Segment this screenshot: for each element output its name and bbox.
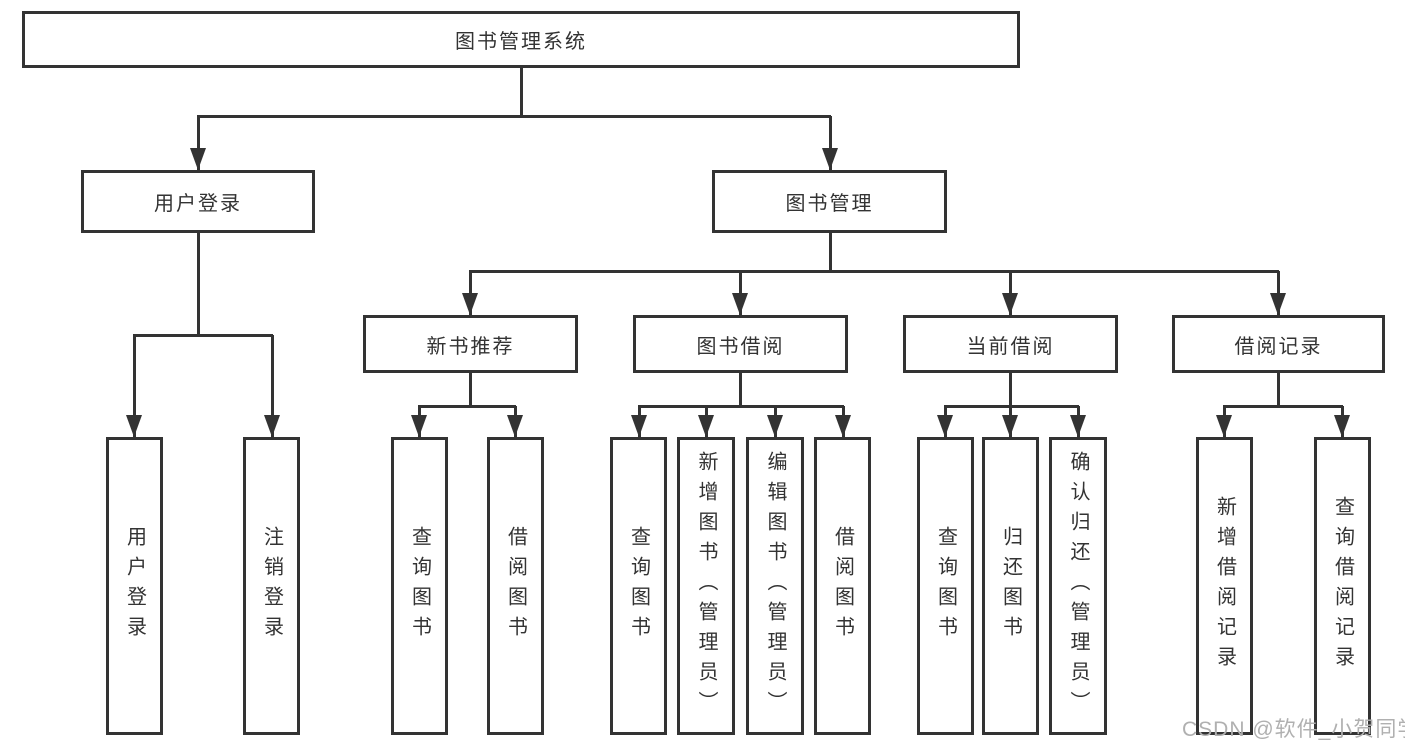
arrow-down-icon bbox=[835, 415, 851, 437]
arrow-down-icon bbox=[1002, 293, 1018, 315]
arrow-down-icon bbox=[264, 415, 280, 437]
arrow-down-icon bbox=[732, 293, 748, 315]
arrow-down-icon bbox=[822, 148, 838, 170]
arrow-down-icon bbox=[767, 415, 783, 437]
arrow-down-icon bbox=[190, 148, 206, 170]
leaf-query-borrow-record: 查询借阅记录 bbox=[1314, 437, 1371, 735]
connector-line bbox=[469, 373, 472, 406]
watermark-text: CSDN @软件_小贺同学 bbox=[1182, 718, 1405, 741]
arrow-down-icon bbox=[411, 415, 427, 437]
node-current-borrowing: 当前借阅 bbox=[903, 315, 1118, 373]
connector-line bbox=[418, 405, 516, 408]
connector-line bbox=[197, 116, 200, 170]
connector-line bbox=[133, 335, 136, 437]
leaf-logout: 注销登录 bbox=[243, 437, 300, 735]
node-current-borrowing-label: 当前借阅 bbox=[966, 335, 1055, 358]
arrow-down-icon bbox=[126, 415, 142, 437]
node-borrowing-records-label: 借阅记录 bbox=[1234, 335, 1323, 358]
leaf-user-login: 用户登录 bbox=[106, 437, 163, 735]
node-new-book-recommendation: 新书推荐 bbox=[363, 315, 578, 373]
arrow-down-icon bbox=[698, 415, 714, 437]
connector-line bbox=[1277, 373, 1280, 406]
leaf-query-books-current: 查询图书 bbox=[917, 437, 974, 735]
node-borrowing-records: 借阅记录 bbox=[1172, 315, 1385, 373]
arrow-down-icon bbox=[1070, 415, 1086, 437]
leaf-borrow-books: 借阅图书 bbox=[814, 437, 871, 735]
leaf-borrow-books-recommend-label: 借阅图书 bbox=[504, 526, 527, 646]
arrow-down-icon bbox=[631, 415, 647, 437]
leaf-query-books-borrowing-label: 查询图书 bbox=[627, 526, 650, 646]
leaf-add-books-admin-label: 新增图书（管理员） bbox=[695, 451, 717, 721]
node-book-borrowing-label: 图书借阅 bbox=[696, 335, 785, 358]
arrow-down-icon bbox=[937, 415, 953, 437]
node-user-login: 用户登录 bbox=[81, 170, 315, 233]
leaf-edit-books-admin-label: 编辑图书（管理员） bbox=[764, 451, 786, 721]
connector-line bbox=[829, 116, 832, 170]
leaf-borrow-books-recommend: 借阅图书 bbox=[487, 437, 544, 735]
leaf-user-login-label: 用户登录 bbox=[123, 526, 146, 646]
connector-line bbox=[520, 68, 523, 116]
leaf-edit-books-admin: 编辑图书（管理员） bbox=[746, 437, 804, 735]
leaf-query-books-current-label: 查询图书 bbox=[934, 526, 957, 646]
leaf-return-books-label: 归还图书 bbox=[999, 526, 1022, 646]
leaf-query-books-recommend: 查询图书 bbox=[391, 437, 448, 735]
connector-line bbox=[469, 270, 1279, 273]
node-user-login-label: 用户登录 bbox=[154, 193, 242, 215]
arrow-down-icon bbox=[507, 415, 523, 437]
connector-line bbox=[133, 334, 273, 337]
connector-line bbox=[739, 373, 742, 406]
connector-line bbox=[829, 233, 832, 271]
leaf-add-borrow-record-label: 新增借阅记录 bbox=[1213, 496, 1236, 676]
connector-line bbox=[197, 115, 831, 118]
node-book-management: 图书管理 bbox=[712, 170, 947, 233]
leaf-query-books-borrowing: 查询图书 bbox=[610, 437, 667, 735]
node-new-book-recommendation-label: 新书推荐 bbox=[426, 335, 515, 358]
node-book-management-system-label: 图书管理系统 bbox=[455, 31, 587, 53]
arrow-down-icon bbox=[1002, 415, 1018, 437]
node-book-borrowing: 图书借阅 bbox=[633, 315, 848, 373]
connector-line bbox=[197, 233, 200, 335]
connector-line bbox=[638, 405, 844, 408]
node-book-management-system: 图书管理系统 bbox=[22, 11, 1020, 68]
leaf-query-borrow-record-label: 查询借阅记录 bbox=[1331, 496, 1354, 676]
arrow-down-icon bbox=[1334, 415, 1350, 437]
connector-line bbox=[1223, 405, 1343, 408]
leaf-logout-label: 注销登录 bbox=[260, 526, 283, 646]
connector-line bbox=[1009, 373, 1012, 406]
leaf-return-books: 归还图书 bbox=[982, 437, 1039, 735]
node-book-management-label: 图书管理 bbox=[785, 193, 874, 215]
leaf-add-borrow-record: 新增借阅记录 bbox=[1196, 437, 1253, 735]
connector-line bbox=[271, 335, 274, 437]
leaf-borrow-books-label: 借阅图书 bbox=[831, 526, 854, 646]
arrow-down-icon bbox=[1270, 293, 1286, 315]
leaf-add-books-admin: 新增图书（管理员） bbox=[677, 437, 735, 735]
arrow-down-icon bbox=[462, 293, 478, 315]
leaf-query-books-recommend-label: 查询图书 bbox=[408, 526, 431, 646]
leaf-confirm-return-admin-label: 确认归还（管理员） bbox=[1067, 451, 1089, 721]
arrow-down-icon bbox=[1216, 415, 1232, 437]
leaf-confirm-return-admin: 确认归还（管理员） bbox=[1049, 437, 1107, 735]
